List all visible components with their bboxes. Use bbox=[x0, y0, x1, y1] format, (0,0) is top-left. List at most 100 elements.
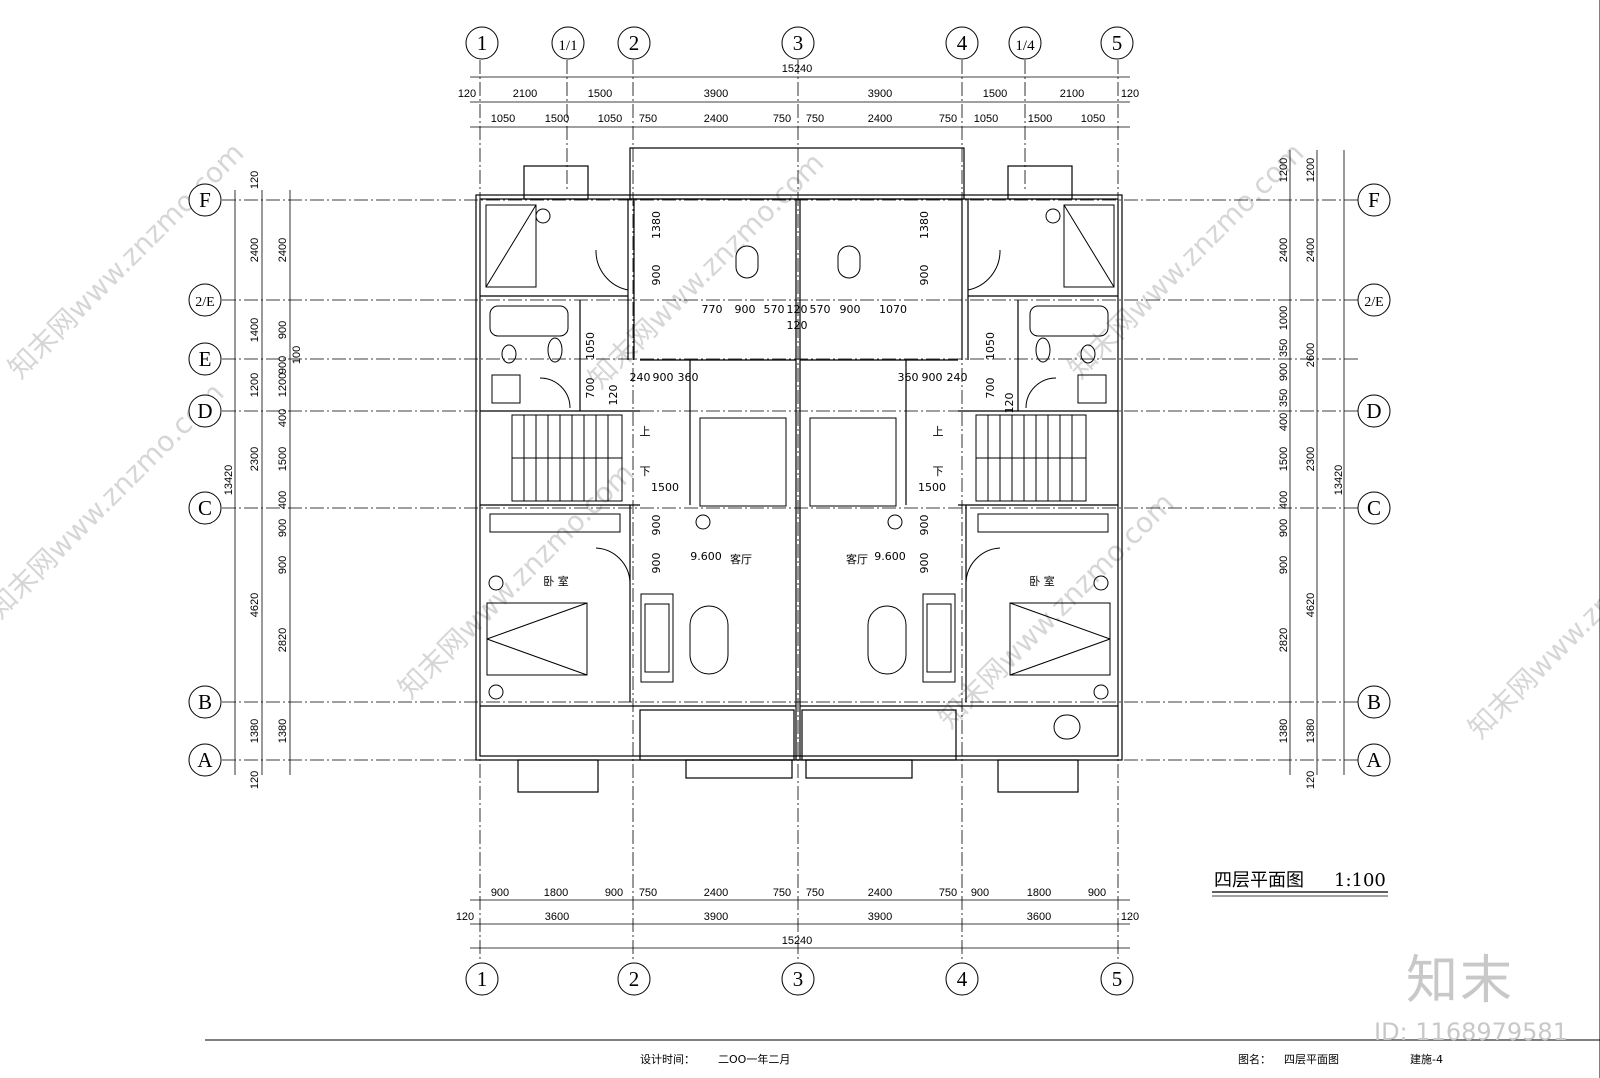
svg-text:900: 900 bbox=[277, 356, 289, 374]
svg-text:1380: 1380 bbox=[249, 719, 261, 743]
svg-text:900: 900 bbox=[1278, 519, 1290, 537]
top-dimensions: 15240 120 2100 1500 3900 3900 1500 2100 … bbox=[458, 63, 1139, 125]
svg-text:2600: 2600 bbox=[1305, 343, 1317, 367]
svg-text:750: 750 bbox=[939, 113, 957, 125]
sheet-frame bbox=[205, 0, 1600, 1078]
svg-text:240: 240 bbox=[630, 371, 651, 384]
svg-text:120: 120 bbox=[607, 385, 620, 406]
svg-text:1/1: 1/1 bbox=[558, 38, 577, 54]
wardrobe-icon bbox=[489, 513, 1109, 533]
svg-text:2: 2 bbox=[629, 967, 640, 991]
svg-text:2400: 2400 bbox=[704, 887, 728, 899]
overall-width-top: 15240 bbox=[782, 63, 813, 75]
axis-bubble: 4 bbox=[945, 962, 979, 996]
stair-up-label: 上 bbox=[640, 425, 651, 438]
svg-text:2100: 2100 bbox=[1060, 88, 1084, 100]
svg-text:570: 570 bbox=[810, 303, 831, 316]
svg-text:900: 900 bbox=[605, 887, 623, 899]
drawing-name-label: 图名： bbox=[1238, 1052, 1271, 1066]
level-mark: 9.600 bbox=[690, 550, 722, 563]
svg-text:700: 700 bbox=[984, 378, 997, 399]
drawing-title: 四层平面图 bbox=[1214, 870, 1304, 891]
svg-text:2100: 2100 bbox=[513, 88, 537, 100]
toilet-icon bbox=[501, 344, 1096, 364]
svg-text:3600: 3600 bbox=[545, 911, 569, 923]
svg-text:1: 1 bbox=[477, 967, 488, 991]
svg-text:1050: 1050 bbox=[598, 113, 622, 125]
design-time-label: 设计时间： bbox=[640, 1053, 695, 1066]
svg-text:B: B bbox=[1367, 690, 1381, 714]
svg-text:A: A bbox=[1366, 748, 1382, 772]
svg-text:900: 900 bbox=[650, 515, 663, 536]
svg-text:900: 900 bbox=[918, 265, 931, 286]
svg-text:900: 900 bbox=[922, 371, 943, 384]
svg-text:900: 900 bbox=[650, 265, 663, 286]
drawing-title-block: 四层平面图 1:100 bbox=[1212, 870, 1388, 897]
svg-text:3600: 3600 bbox=[1027, 911, 1051, 923]
axis-bubble: A bbox=[1357, 743, 1391, 777]
svg-text:1050: 1050 bbox=[584, 332, 597, 360]
svg-text:1380: 1380 bbox=[650, 211, 663, 239]
svg-text:2820: 2820 bbox=[1278, 628, 1290, 652]
svg-text:F: F bbox=[199, 188, 211, 212]
stair-up-label: 上 bbox=[933, 425, 944, 438]
watermark-text: 知末网www.znzmo.com bbox=[1462, 496, 1600, 745]
svg-text:1500: 1500 bbox=[1278, 447, 1290, 471]
svg-text:F: F bbox=[1368, 188, 1380, 212]
svg-text:4: 4 bbox=[957, 31, 968, 55]
building-walls bbox=[475, 147, 1123, 793]
svg-text:3900: 3900 bbox=[868, 911, 892, 923]
axis-bubble: F bbox=[1357, 183, 1391, 217]
svg-text:900: 900 bbox=[277, 556, 289, 574]
svg-text:900: 900 bbox=[653, 371, 674, 384]
overall-width-bottom: 15240 bbox=[782, 935, 813, 947]
svg-text:5: 5 bbox=[1112, 31, 1123, 55]
table-icon bbox=[689, 605, 729, 675]
watermark-text: 知末网www.znzmo.com bbox=[392, 456, 641, 705]
svg-text:1800: 1800 bbox=[1027, 887, 1051, 899]
svg-text:900: 900 bbox=[1278, 556, 1290, 574]
stair-down-label: 下 bbox=[640, 465, 651, 478]
svg-text:900: 900 bbox=[277, 321, 289, 339]
axis-bubbles-right: F 2/E D C B A bbox=[1357, 183, 1391, 777]
svg-text:D: D bbox=[1366, 399, 1381, 423]
bathtub-icon bbox=[1029, 305, 1109, 337]
svg-text:3900: 3900 bbox=[704, 88, 728, 100]
svg-text:100: 100 bbox=[291, 346, 303, 364]
svg-text:C: C bbox=[1367, 496, 1381, 520]
svg-text:2400: 2400 bbox=[249, 238, 261, 262]
counter-icon bbox=[699, 417, 897, 507]
svg-text:1380: 1380 bbox=[1305, 719, 1317, 743]
svg-text:570: 570 bbox=[764, 303, 785, 316]
svg-text:120: 120 bbox=[1121, 911, 1139, 923]
interior-dimensions: 770 900 570 120 570 900 1070 120 240 900… bbox=[584, 211, 1016, 574]
svg-text:2400: 2400 bbox=[868, 887, 892, 899]
svg-text:1: 1 bbox=[477, 31, 488, 55]
sofa-icon bbox=[640, 593, 674, 683]
svg-text:120: 120 bbox=[249, 171, 261, 189]
svg-text:750: 750 bbox=[773, 887, 791, 899]
svg-text:400: 400 bbox=[277, 409, 289, 427]
footer: 设计时间： 二OO一年二月 图名： 四层平面图 建施-4 bbox=[640, 1052, 1443, 1066]
svg-text:900: 900 bbox=[971, 887, 989, 899]
watermark-text: 知末网www.znzmo.com bbox=[582, 146, 831, 395]
stair-icon bbox=[511, 414, 623, 502]
dining-table-icon bbox=[735, 245, 861, 279]
axis-bubble: 2/E bbox=[188, 283, 222, 317]
watermark-text: 知末网www.znzmo.com bbox=[1062, 136, 1311, 385]
axis-bubble: B bbox=[188, 685, 222, 719]
svg-text:1200: 1200 bbox=[249, 373, 261, 397]
furniture bbox=[485, 204, 1115, 740]
svg-text:900: 900 bbox=[918, 515, 931, 536]
axis-bubble: 2 bbox=[617, 26, 651, 60]
svg-text:E: E bbox=[199, 347, 212, 371]
svg-text:120: 120 bbox=[1003, 393, 1016, 414]
svg-text:3900: 3900 bbox=[704, 911, 728, 923]
svg-text:1380: 1380 bbox=[277, 719, 289, 743]
svg-text:3: 3 bbox=[793, 31, 804, 55]
svg-text:120: 120 bbox=[787, 319, 808, 332]
svg-text:120: 120 bbox=[458, 88, 476, 100]
svg-text:2/E: 2/E bbox=[1364, 295, 1383, 310]
axis-bubble: C bbox=[188, 491, 222, 525]
